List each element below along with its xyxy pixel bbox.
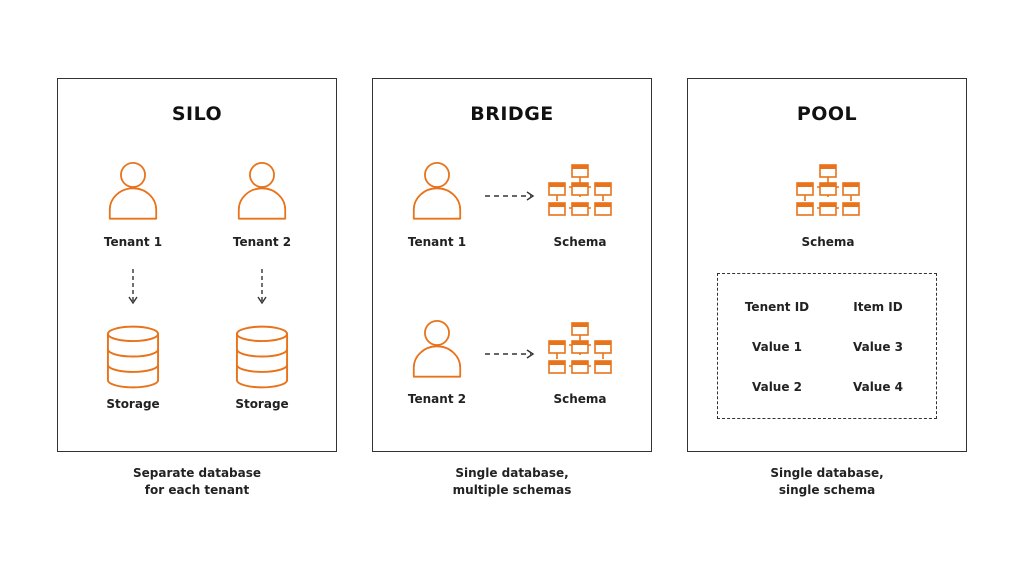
bridge-caption: Single database, multiple schemas bbox=[372, 465, 652, 499]
schema-icon bbox=[547, 163, 613, 225]
pool-shared-table: Tenent ID Item ID Value 1 Value 3 Value … bbox=[717, 273, 937, 419]
table-cell: Value 4 bbox=[852, 380, 904, 394]
table-header-item-id: Item ID bbox=[853, 300, 903, 314]
user-icon bbox=[237, 161, 287, 221]
silo-storage1-label: Storage bbox=[106, 397, 160, 411]
user-icon bbox=[108, 161, 158, 221]
bridge-panel: BRIDGE Tenant 1 Schema Tenant 2 Schema bbox=[372, 78, 652, 452]
pool-caption-line2: single schema bbox=[778, 483, 876, 497]
silo-caption: Separate database for each tenant bbox=[57, 465, 337, 499]
bridge-schema2-label: Schema bbox=[553, 392, 607, 406]
pool-caption-line1: Single database, bbox=[770, 466, 884, 480]
silo-storage2-label: Storage bbox=[235, 397, 289, 411]
silo-tenant2-label: Tenant 2 bbox=[232, 235, 292, 249]
table-cell: Value 2 bbox=[751, 380, 803, 394]
bridge-tenant2-label: Tenant 2 bbox=[407, 392, 467, 406]
arrow-down-icon bbox=[257, 269, 267, 305]
silo-panel: SILO Tenant 1 Tenant 2 Storage Storage bbox=[57, 78, 337, 452]
arrow-down-icon bbox=[128, 269, 138, 305]
arrow-right-icon bbox=[485, 191, 535, 201]
user-icon bbox=[412, 319, 462, 379]
table-header-tenant-id: Tenent ID bbox=[744, 300, 810, 314]
database-icon bbox=[106, 325, 160, 389]
table-cell: Value 1 bbox=[751, 340, 803, 354]
silo-caption-line2: for each tenant bbox=[144, 483, 250, 497]
pool-title: POOL bbox=[796, 103, 858, 125]
bridge-title: BRIDGE bbox=[470, 103, 554, 125]
bridge-schema1-label: Schema bbox=[553, 235, 607, 249]
user-icon bbox=[412, 161, 462, 221]
table-cell: Value 3 bbox=[852, 340, 904, 354]
pool-schema-label: Schema bbox=[801, 235, 855, 249]
schema-icon bbox=[795, 163, 861, 225]
silo-tenant1-label: Tenant 1 bbox=[103, 235, 163, 249]
bridge-caption-line2: multiple schemas bbox=[452, 483, 572, 497]
pool-caption: Single database, single schema bbox=[687, 465, 967, 499]
silo-title: SILO bbox=[171, 103, 223, 125]
pool-panel: POOL Schema Tenent ID Item ID Value 1 Va… bbox=[687, 78, 967, 452]
bridge-tenant1-label: Tenant 1 bbox=[407, 235, 467, 249]
schema-icon bbox=[547, 321, 613, 383]
database-icon bbox=[235, 325, 289, 389]
arrow-right-icon bbox=[485, 349, 535, 359]
silo-caption-line1: Separate database bbox=[132, 466, 262, 480]
bridge-caption-line1: Single database, bbox=[455, 466, 569, 480]
